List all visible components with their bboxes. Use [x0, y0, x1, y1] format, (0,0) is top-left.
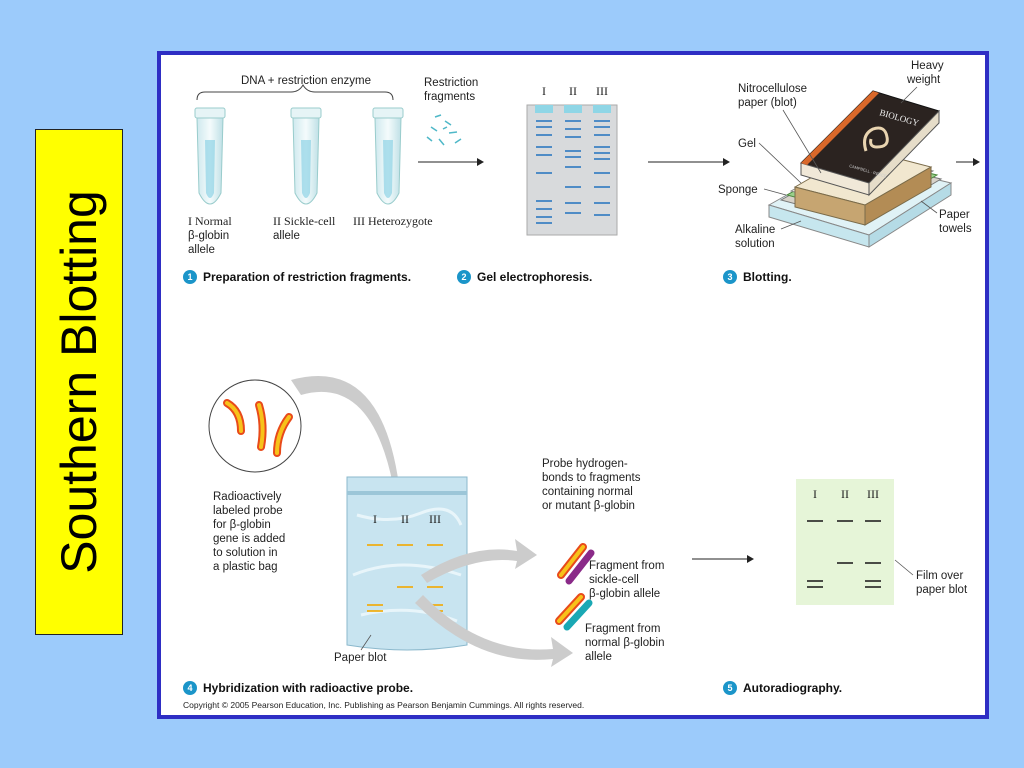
arrow-2-head: [723, 158, 730, 166]
copyright: Copyright © 2005 Pearson Education, Inc.…: [183, 700, 584, 710]
hbond-text-1: Probe hydrogen-: [542, 458, 628, 470]
film-lane-2: II: [841, 487, 849, 501]
tube3-label-1: III Heterozygote: [353, 214, 433, 228]
frag-sickle-3: β-globin allele: [589, 588, 660, 600]
step2-badge: [457, 270, 471, 284]
tube-2: [290, 107, 322, 205]
step3-caption: Blotting.: [743, 270, 792, 284]
probe-text-2: labeled probe: [213, 505, 283, 517]
probe-text-4: gene is added: [213, 533, 285, 545]
heavy-weight-label-2: weight: [906, 74, 941, 86]
frag-normal-3: allele: [585, 651, 612, 663]
step2-group: I II III 2 Gel electrophoresis.: [457, 84, 730, 284]
bag-lane-1: I: [373, 512, 377, 526]
frag-normal-2: normal β-globin: [585, 637, 664, 649]
brace: [196, 83, 394, 101]
alkaline-label-2: solution: [735, 238, 775, 250]
step5-number: 5: [727, 683, 732, 693]
arrow-3-head: [973, 158, 980, 166]
frag-sickle-1: Fragment from: [589, 560, 664, 572]
hbond-text-4: or mutant β-globin: [542, 500, 635, 512]
probe-text-1: Radioactively: [213, 491, 282, 503]
fern-image: [863, 126, 889, 152]
tube2-label-1: II Sickle-cell: [273, 214, 336, 228]
tube1-label-1: I Normal: [188, 214, 232, 228]
step3-badge: [723, 270, 737, 284]
step4-caption: Hybridization with radioactive probe.: [203, 681, 413, 695]
arrow-to-normal: [415, 595, 573, 667]
diagram-canvas: DNA + restriction enzyme I Normal β-glob…: [183, 60, 980, 710]
gel-lane-1: I: [542, 84, 546, 98]
hbond-text-3: containing normal: [542, 486, 633, 498]
probe-text-3: for β-globin: [213, 519, 271, 531]
film-lane-1: I: [813, 487, 817, 501]
nitro-label-1: Nitrocellulose: [738, 83, 807, 95]
gel-bands: [536, 120, 610, 224]
step3-number: 3: [727, 272, 732, 282]
step5-badge: [723, 681, 737, 695]
film-bands: [807, 520, 881, 588]
fragments-icon: [426, 114, 462, 146]
paper-towels-label-1: Paper: [939, 209, 970, 221]
tube2-label-2: allele: [273, 230, 300, 242]
alkaline-label-1: Alkaline: [735, 224, 775, 236]
step4-badge: [183, 681, 197, 695]
title-box: Southern Blotting: [35, 129, 123, 635]
bag-lane-3: III: [429, 512, 441, 526]
bag-lane-2: II: [401, 512, 409, 526]
sickle-fragment: [557, 543, 595, 585]
step2-caption: Gel electrophoresis.: [477, 270, 592, 284]
diagram-panel: DNA + restriction enzyme I Normal β-glob…: [157, 51, 989, 719]
fragments-label-1: Restriction: [424, 77, 478, 89]
tube-1: [194, 107, 226, 205]
heavy-weight-label-1: Heavy: [911, 60, 944, 72]
tube1-label-2: β-globin: [188, 230, 229, 242]
step5-group: I II III Film over paper blot 5 Autoradi…: [723, 479, 968, 695]
arrow-to-sickle: [421, 539, 537, 583]
film-lane-3: III: [867, 487, 879, 501]
paper-blot-label: Paper blot: [334, 652, 387, 664]
sponge-label: Sponge: [718, 184, 758, 196]
step3-group: BIOLOGY CAMPBELL · REECE Heavy weight Ni…: [718, 60, 980, 284]
probe-strands: [223, 399, 293, 457]
film: [796, 479, 894, 605]
film-label-1: Film over: [916, 570, 963, 582]
brace-label: DNA + restriction enzyme: [241, 75, 371, 87]
fragments-label-2: fragments: [424, 91, 475, 103]
paper-towels-label-2: towels: [939, 223, 972, 235]
frag-normal-1: Fragment from: [585, 623, 660, 635]
step5-caption: Autoradiography.: [743, 681, 842, 695]
gel-lane-3: III: [596, 84, 608, 98]
step2-number: 2: [461, 272, 466, 282]
hbond-text-2: bonds to fragments: [542, 472, 641, 484]
arrow-4-head: [747, 555, 754, 563]
gel-label: Gel: [738, 138, 756, 150]
arrow-1-head: [477, 158, 484, 166]
tube1-label-3: allele: [188, 244, 215, 256]
probe-text-6: a plastic bag: [213, 561, 278, 573]
step1-caption: Preparation of restriction fragments.: [203, 270, 411, 284]
step1-number: 1: [187, 272, 192, 282]
step4-number: 4: [187, 683, 192, 693]
page-title: Southern Blotting: [51, 190, 107, 574]
step4-group: Radioactively labeled probe for β-globin…: [183, 375, 754, 695]
film-label-2: paper blot: [916, 584, 968, 596]
tube-3: [372, 107, 404, 205]
step1-group: DNA + restriction enzyme I Normal β-glob…: [183, 75, 484, 284]
gel-lane-2: II: [569, 84, 577, 98]
step1-badge: [183, 270, 197, 284]
nitro-label-2: paper (blot): [738, 97, 797, 109]
normal-fragment: [555, 593, 593, 631]
frag-sickle-2: sickle-cell: [589, 574, 639, 586]
probe-text-5: to solution in: [213, 547, 278, 559]
